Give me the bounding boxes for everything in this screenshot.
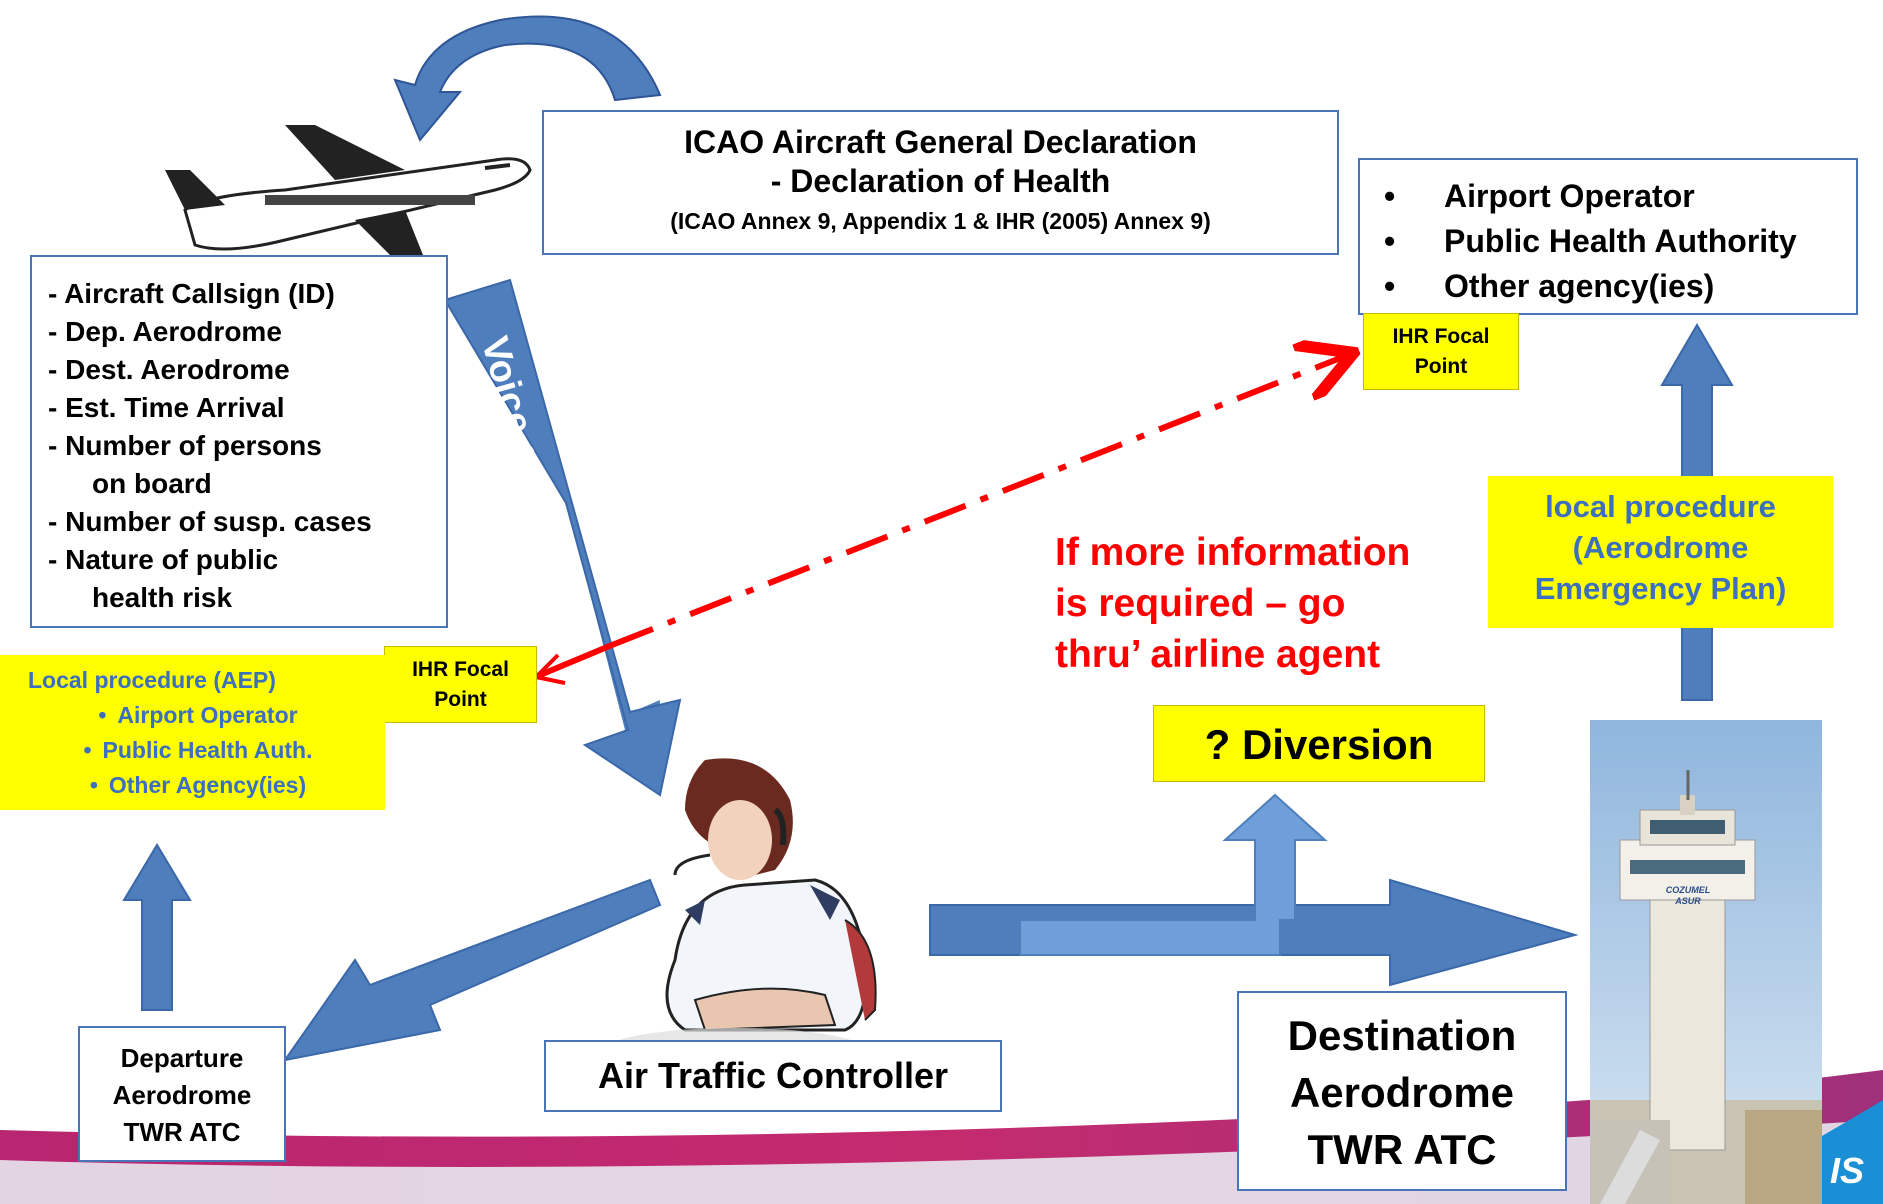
arrow-up-left xyxy=(122,843,192,1011)
controller-label: Air Traffic Controller xyxy=(597,1055,949,1096)
lp-left-public-health: •Public Health Auth. xyxy=(83,737,313,763)
info-callsign: - Aircraft Callsign (ID) xyxy=(48,278,335,309)
info-eta: - Est. Time Arrival xyxy=(48,392,285,423)
ihr-focal-point-right: IHR Focal Point xyxy=(1363,313,1519,390)
flight-info-box: - Aircraft Callsign (ID) - Dep. Aerodrom… xyxy=(30,255,448,628)
info-health-risk-cont: health risk xyxy=(92,582,233,613)
control-tower-image xyxy=(1590,720,1822,1204)
info-persons-on-board-cont: on board xyxy=(92,468,212,499)
declaration-title: ICAO Aircraft General Declaration xyxy=(684,124,1197,160)
info-suspected-cases: - Number of susp. cases xyxy=(48,506,372,537)
diversion-box: ? Diversion xyxy=(1153,705,1485,782)
diversion-label: ? Diversion xyxy=(1204,721,1434,768)
tower-sign: COZUMEL ASUR xyxy=(1665,885,1711,906)
agency-other: •Other agency(ies) xyxy=(1384,268,1715,304)
controller-label-box: Air Traffic Controller xyxy=(544,1040,1002,1112)
destination-agencies-box: •Airport Operator •Public Health Authori… xyxy=(1358,158,1858,315)
declaration-reference: (ICAO Annex 9, Appendix 1 & IHR (2005) A… xyxy=(670,208,1211,234)
declaration-subtitle: - Declaration of Health xyxy=(770,163,1111,199)
local-procedure-right: local procedure (Aerodrome Emergency Pla… xyxy=(1488,476,1833,628)
lp-left-airport-operator: •Airport Operator xyxy=(98,702,298,728)
voice-or-data-arrow xyxy=(443,278,682,797)
curved-return-arrow xyxy=(393,15,662,142)
agency-airport-operator: •Airport Operator xyxy=(1384,178,1695,214)
ihr-focal-point-left: IHR Focal Point xyxy=(384,646,537,723)
diversion-arrow xyxy=(1019,793,1328,956)
destination-box: Destination Aerodrome TWR ATC xyxy=(1237,991,1567,1191)
airplane-icon xyxy=(165,125,532,260)
info-dep-aerodrome: - Dep. Aerodrome xyxy=(48,316,282,347)
lp-left-other: •Other Agency(ies) xyxy=(89,772,307,798)
controller-icon xyxy=(605,758,877,1072)
departure-box: Departure Aerodrome TWR ATC xyxy=(78,1026,286,1162)
more-information-note: If more information is required – go thr… xyxy=(1055,531,1411,676)
info-persons-on-board: - Number of persons xyxy=(48,430,322,461)
agency-public-health: •Public Health Authority xyxy=(1384,223,1797,259)
arrow-to-departure xyxy=(282,878,662,1062)
info-dest-aerodrome: - Dest. Aerodrome xyxy=(48,354,290,385)
local-procedure-left: Local procedure (AEP) •Airport Operator … xyxy=(0,655,385,810)
corner-logo: IS xyxy=(1830,1150,1865,1191)
icao-declaration-box: ICAO Aircraft General Declaration - Decl… xyxy=(542,110,1339,255)
info-health-risk: - Nature of public xyxy=(48,544,279,575)
local-procedure-left-title: Local procedure (AEP) xyxy=(28,667,276,693)
